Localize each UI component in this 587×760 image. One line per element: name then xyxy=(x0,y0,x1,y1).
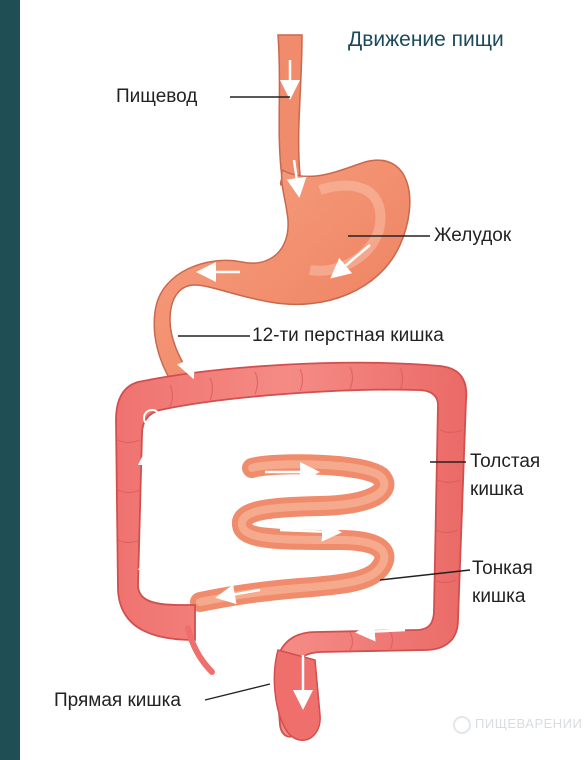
label-small-intestine-line1: Тонкая xyxy=(472,556,533,582)
digestive-system-illustration xyxy=(20,0,587,760)
label-small-intestine-line2: кишка xyxy=(472,584,525,610)
diagram-title: Движение пищи xyxy=(348,28,504,52)
watermark-corner-text: ПИЩЕВАРЕНИИ xyxy=(475,716,582,731)
label-rectum: Прямая кишка xyxy=(54,688,181,714)
label-stomach: Желудок xyxy=(434,223,511,249)
appendix-shape xyxy=(188,628,212,672)
esophagus-shape xyxy=(278,35,302,185)
watermark-text: ПИЩЕВАРЕНИИ xyxy=(166,409,276,424)
watermark-corner-logo xyxy=(454,717,470,733)
diagram-canvas: Движение пищи Пищевод Желудок 12-ти перс… xyxy=(20,0,587,760)
label-large-intestine-line2: кишка xyxy=(470,477,523,503)
label-esophagus: Пищевод xyxy=(116,84,197,110)
label-large-intestine-line1: Толстая xyxy=(470,449,540,475)
label-duodenum: 12-ти перстная кишка xyxy=(252,323,444,349)
